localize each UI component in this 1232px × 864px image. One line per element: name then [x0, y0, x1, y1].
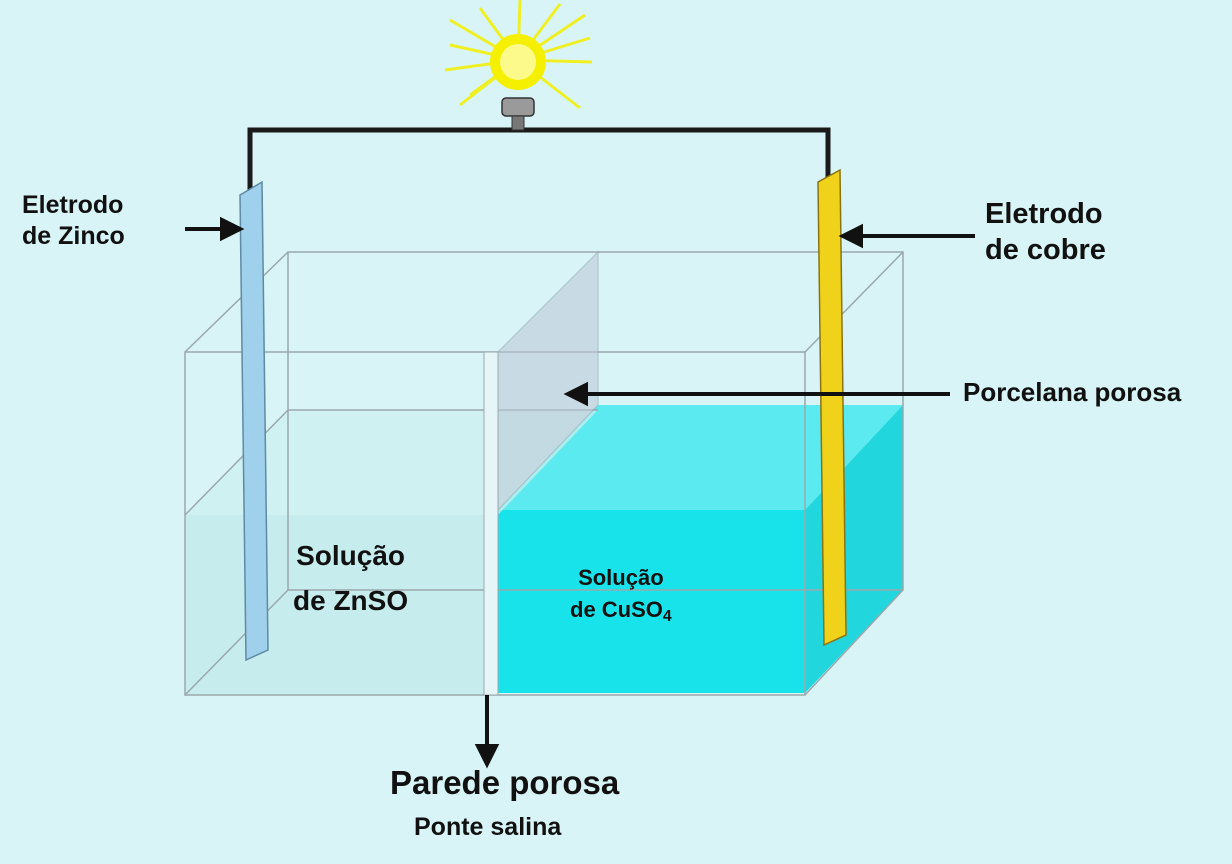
copper-electrode — [817, 168, 847, 647]
znso-solution-label-line2: de ZnSO — [293, 585, 409, 616]
cuso4-solution-label: Solução de CuSO4 — [570, 562, 672, 629]
copper-electrode-label: Eletrodo de cobre — [985, 196, 1106, 269]
porous-porcelain-label: Porcelana porosa — [963, 377, 1182, 407]
zinc-solution-front — [185, 515, 485, 695]
copper-electrode-label-line1: Eletrodo — [985, 198, 1103, 230]
cuso4-solution-label-line1: Solução — [578, 565, 664, 590]
copper-electrode-label-line2: de cobre — [985, 234, 1106, 267]
copper-solution-front — [498, 510, 805, 693]
zinc-electrode — [239, 180, 269, 662]
cuso4-solution-label-line2: de CuSO4 — [570, 596, 672, 625]
porous-wall-front — [483, 351, 499, 696]
light-bulb-icon — [444, 0, 593, 131]
znso-solution-label-line1: Solução — [296, 540, 406, 571]
zinc-electrode-label-line1: Eletrodo — [22, 191, 124, 219]
zinc-electrode-label: Eletrodo de Zinco — [22, 190, 125, 253]
zinc-electrode-label-line2: de Zinco — [22, 222, 125, 251]
label-arrows — [185, 216, 975, 769]
znso-solution-label: Solução de ZnSO — [293, 538, 408, 618]
salt-bridge-label: Ponte salina — [414, 813, 562, 841]
copper-solution-top — [498, 405, 903, 510]
circuit-wire — [247, 127, 831, 190]
porous-wall-label: Parede porosa — [390, 764, 620, 801]
